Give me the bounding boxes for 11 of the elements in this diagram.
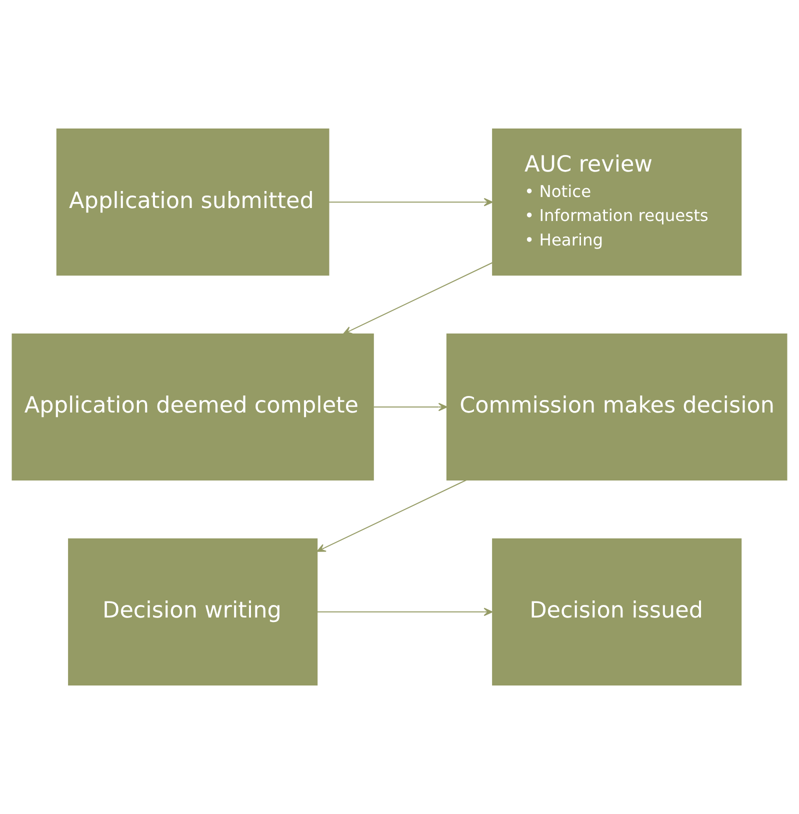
node-box: Commission makes decision [446, 333, 788, 481]
node-box: Application submitted [56, 128, 330, 276]
node-box: Decision issued [492, 538, 742, 686]
arrow [317, 608, 493, 616]
arrow [374, 402, 448, 412]
arrow [329, 198, 493, 206]
node-box: Decision writing [68, 538, 318, 686]
node-box: Application deemed complete [12, 333, 374, 481]
arrow [342, 262, 493, 334]
node-box: AUC review • Notice • Information requests • Hearing [492, 128, 742, 276]
arrow [316, 480, 466, 552]
